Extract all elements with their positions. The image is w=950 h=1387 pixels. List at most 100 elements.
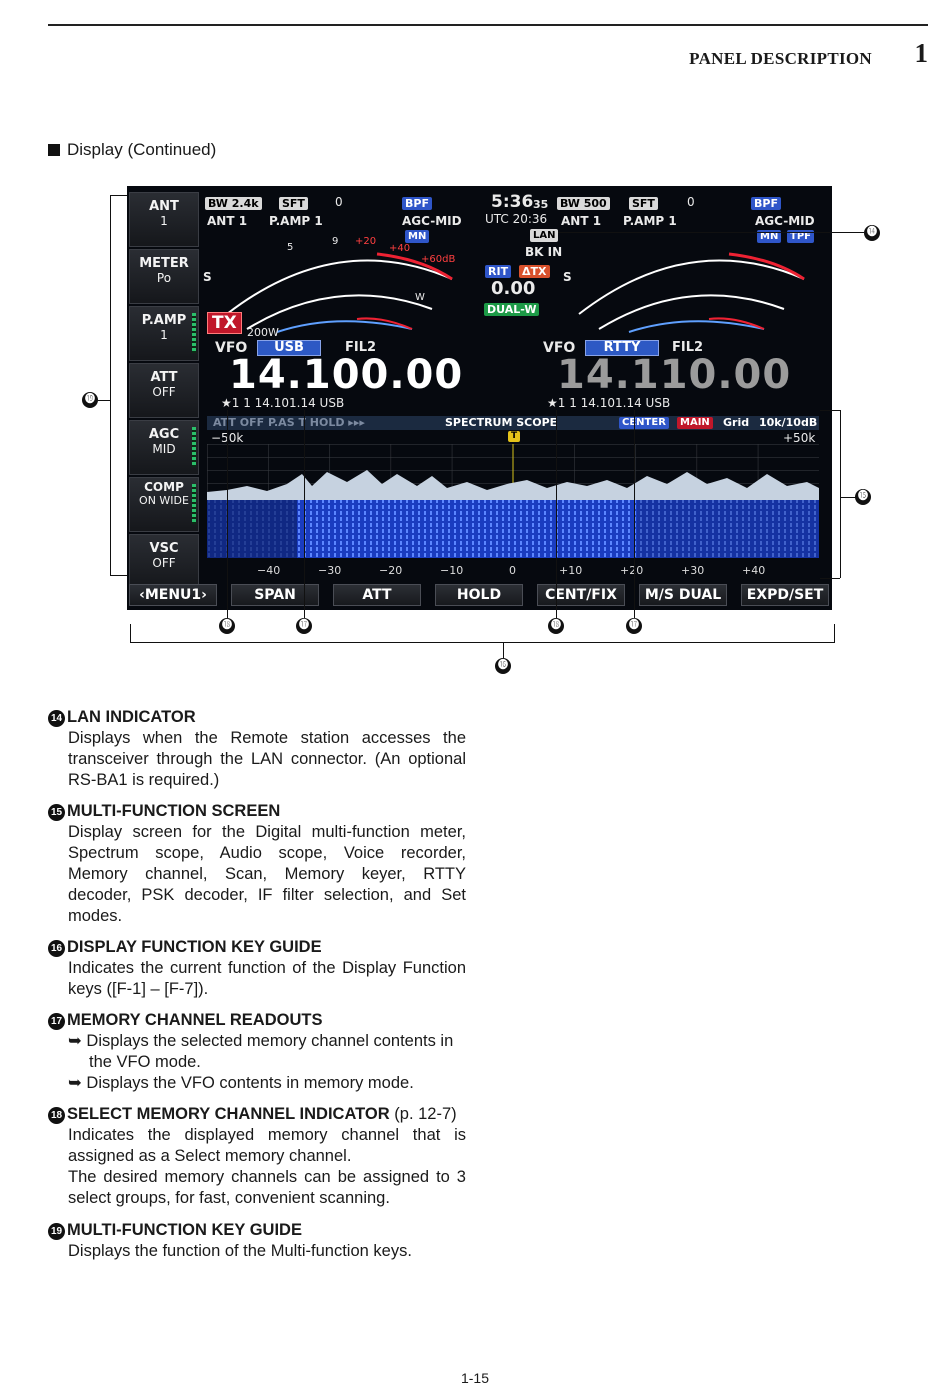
rit-tag: RIT [485, 265, 512, 278]
tx-marker: T [508, 431, 521, 442]
dual-watch-tag: DUAL-W [484, 303, 540, 316]
main-pamp: P.AMP 1 [269, 214, 323, 228]
callout-16: ⓰ [495, 658, 511, 674]
bracket-16 [130, 624, 131, 642]
level-bar [192, 427, 196, 467]
clock-time: 5:36 [491, 192, 534, 212]
center-tag: CENTER [619, 417, 669, 429]
scale-label: 10k/10dB [759, 416, 818, 429]
main-scale-5: 5 [287, 242, 294, 253]
level-bar [192, 484, 196, 524]
main-tag: MAIN [677, 417, 713, 429]
main-scale-9: 9 [332, 236, 339, 247]
page-number: 1-15 [460, 1370, 490, 1386]
lan-indicator: LAN [530, 229, 559, 242]
main-mn-tag: MN [405, 230, 430, 243]
section-title: Display (Continued) [48, 140, 216, 160]
main-memory-readout: ★1 1 14.101.14 USB [221, 396, 345, 410]
fkey-menu1[interactable]: ‹MENU1› [129, 584, 217, 606]
main-bpf-tag: BPF [402, 197, 432, 210]
main-sft-value: 0 [335, 195, 343, 209]
callout-15: ⓯ [855, 489, 871, 505]
main-fil: FIL2 [345, 340, 377, 355]
main-sft-tag: SFT [279, 197, 308, 210]
main-frequency: 14.100.00 [229, 352, 464, 398]
level-bar [192, 313, 196, 353]
leader-17a [304, 410, 305, 618]
spectrum-waterfall [207, 444, 819, 558]
leader-14 [558, 232, 864, 233]
main-meter-icon [226, 252, 453, 333]
main-power: 200W [247, 326, 279, 339]
callout-18a: ⓲ [219, 618, 235, 634]
dtx-tag: ΔTX [519, 265, 550, 278]
leader-18a [227, 410, 228, 618]
main-scale-20: +20 [355, 236, 377, 247]
callout-14: ⓮ [864, 225, 880, 241]
fkey-expd-set[interactable]: EXPD/SET [741, 584, 829, 606]
sub-ant: ANT 1 [561, 214, 602, 228]
tx-indicator: TX [207, 312, 242, 334]
sub-meter-icon [578, 252, 805, 333]
fkey-hold[interactable]: HOLD [435, 584, 523, 606]
utc-time: UTC 20:36 [485, 212, 548, 226]
sub-fil: FIL2 [672, 340, 704, 355]
sub-mode: RTTY [585, 340, 659, 356]
bracket-19 [110, 195, 111, 575]
rit-offset: 0.00 [491, 278, 536, 299]
main-s-label: S [203, 270, 212, 284]
fkey-ms-dual[interactable]: M/S DUAL [639, 584, 727, 606]
header-rule [48, 24, 928, 26]
sub-frequency: 14.110.00 [557, 352, 792, 398]
main-ant: ANT 1 [207, 214, 248, 228]
spectrum-header: ATT OFF P.AS T HOLD ▸▸▸ SPECTRUM SCOPE C… [207, 416, 819, 430]
fkey-att[interactable]: ATT [333, 584, 421, 606]
fkey-span[interactable]: SPAN [231, 584, 319, 606]
sub-s-label: S [563, 270, 572, 284]
sub-vfo-label: VFO [543, 340, 576, 356]
callout-18b: ⓲ [548, 618, 564, 634]
clock-seconds: 35 [533, 198, 549, 211]
main-scale-60: +60dB [421, 254, 456, 265]
sub-sft-tag: SFT [629, 197, 658, 210]
chapter-number: 1 [914, 38, 929, 68]
main-vfo-label: VFO [215, 340, 248, 356]
square-bullet-icon [48, 144, 60, 156]
sub-bpf-tag: BPF [751, 197, 781, 210]
sub-pamp: P.AMP 1 [623, 214, 677, 228]
fkey-cent-fix[interactable]: CENT/FIX [537, 584, 625, 606]
spectrum-title: SPECTRUM SCOPE [445, 416, 558, 429]
sub-memory-readout: ★1 1 14.101.14 USB [547, 396, 671, 410]
main-w-label: W [415, 292, 425, 303]
span-right: +50k [783, 431, 816, 445]
sub-tpf-tag: TPF [787, 230, 814, 243]
header-title: PANEL DESCRIPTION [689, 49, 872, 68]
sub-agc: AGC-MID [755, 214, 815, 228]
grid-label: Grid [723, 416, 750, 429]
callout-17b: ⓱ [626, 618, 642, 634]
leader-17b [634, 410, 635, 618]
main-bw-tag: BW 2.4k [205, 197, 262, 210]
sub-bw-tag: BW 500 [557, 197, 610, 210]
sub-sft-value: 0 [687, 195, 695, 209]
bracket-15 [840, 410, 841, 578]
main-scale-40: +40 [389, 243, 411, 254]
main-agc: AGC-MID [402, 214, 462, 228]
main-mode: USB [257, 340, 321, 356]
callout-19: ⓳ [82, 392, 98, 408]
callout-17a: ⓱ [296, 618, 312, 634]
